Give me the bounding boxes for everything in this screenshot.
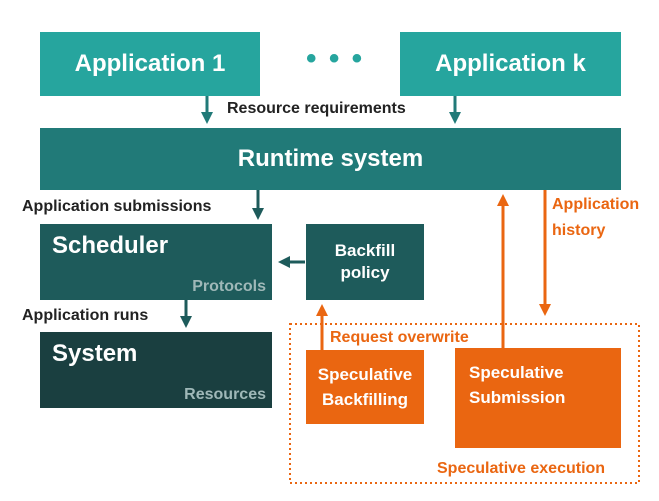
- application-runs-label: Application runs: [22, 307, 149, 324]
- backfill-policy-line2: policy: [340, 263, 390, 282]
- speculative-backfilling-line2: Backfilling: [322, 390, 408, 409]
- system-box: System Resources: [40, 332, 272, 408]
- runtime-system-label: Runtime system: [237, 145, 424, 172]
- scheduler-title: Scheduler: [52, 232, 169, 259]
- application-k-label: Application k: [435, 50, 586, 77]
- system-resources-label: Resources: [184, 386, 266, 403]
- request-overwrite-label: Request overwrite: [330, 329, 469, 346]
- speculative-submission-line1: Speculative: [469, 363, 564, 382]
- application-1-label: Application 1: [74, 50, 226, 77]
- scheduler-protocols-label: Protocols: [192, 278, 266, 295]
- speculative-submission-line2: Submission: [469, 388, 566, 407]
- system-title: System: [52, 340, 138, 367]
- speculative-submission-box: Speculative Submission: [455, 348, 621, 448]
- scheduler-box: Scheduler Protocols: [40, 224, 272, 300]
- application-submissions-label: Application submissions: [22, 198, 212, 215]
- resource-requirements-label: Resource requirements: [227, 100, 406, 117]
- application-k-box: Application k: [400, 32, 621, 96]
- application-1-box: Application 1: [40, 32, 260, 96]
- speculative-execution-frame: [289, 323, 640, 484]
- application-history-label-2: history: [552, 222, 606, 239]
- speculative-backfilling-line1: Speculative: [317, 365, 413, 384]
- speculative-execution-label: Speculative execution: [437, 460, 606, 477]
- speculative-backfilling-box: Speculative Backfilling: [306, 350, 424, 424]
- application-history-label-1: Application: [552, 196, 640, 213]
- backfill-policy-box: Backfill policy: [306, 224, 424, 300]
- ellipsis-dots: • • •: [306, 42, 365, 75]
- backfill-policy-line1: Backfill: [334, 241, 396, 260]
- runtime-system-box: Runtime system: [40, 128, 621, 190]
